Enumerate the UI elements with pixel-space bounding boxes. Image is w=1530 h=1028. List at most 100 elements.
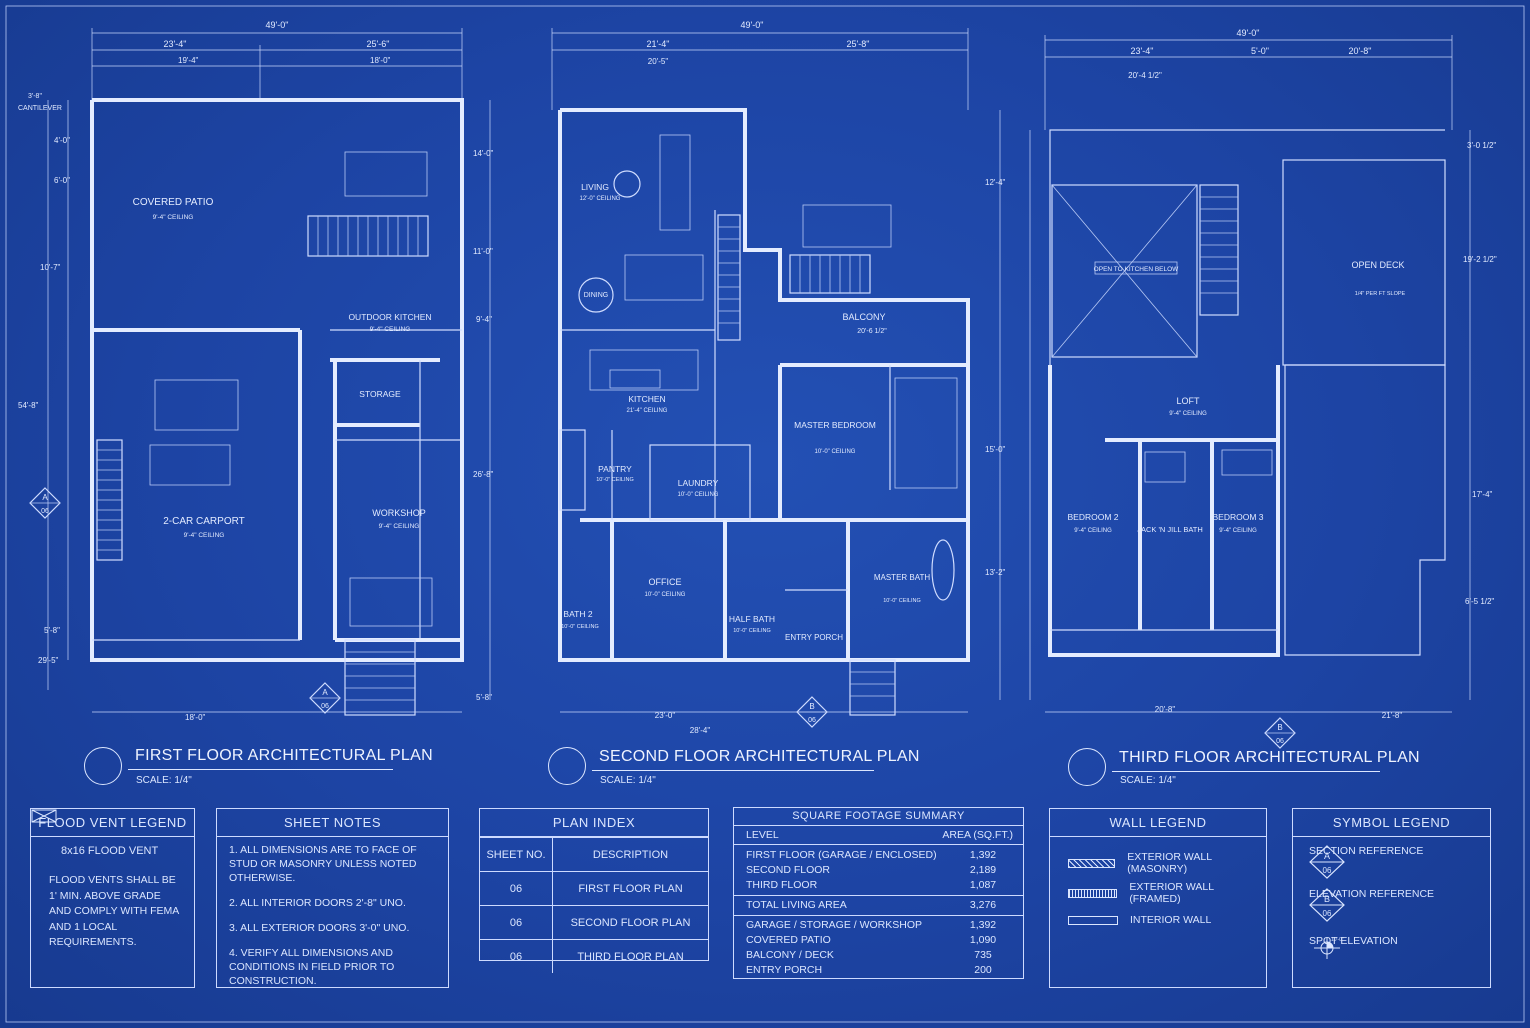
wall-legend-item: INTERIOR WALL [1130, 914, 1212, 926]
svg-text:10'-0" CEILING: 10'-0" CEILING [645, 592, 686, 598]
svg-text:25'-8": 25'-8" [847, 39, 870, 49]
first-floor-plan: 49'-0" 23'-4" 25'-6" 19'-4" 18'-0" [18, 20, 494, 722]
svg-text:9'-4" CEILING: 9'-4" CEILING [1169, 411, 1207, 417]
wall-legend-item: EXTERIOR WALL (MASONRY) [1127, 851, 1212, 875]
sqft-area: 200 [974, 964, 992, 976]
sqft-level: THIRD FLOOR [746, 879, 818, 891]
svg-text:20'-6 1/2": 20'-6 1/2" [857, 328, 887, 335]
sheet-border [5, 5, 1525, 1023]
svg-text:21'-4" CEILING: 21'-4" CEILING [627, 408, 668, 414]
svg-text:9'-4" CEILING: 9'-4" CEILING [1219, 528, 1257, 534]
svg-text:9'-4" CEILING: 9'-4" CEILING [184, 532, 225, 539]
plan-title-circle-first [84, 747, 122, 785]
first-overall-dim: 49'-0" [266, 20, 289, 30]
first-left-dim-5: 5'-8" [44, 626, 60, 635]
interior-wall-swatch [1068, 915, 1118, 925]
masonry-wall-swatch [1068, 858, 1116, 868]
svg-text:17'-4": 17'-4" [1472, 490, 1493, 499]
svg-text:21'-8": 21'-8" [1382, 711, 1403, 720]
svg-text:A: A [322, 688, 328, 697]
plan-index-row-desc: THIRD FLOOR PLAN [552, 939, 708, 973]
svg-text:15'-0": 15'-0" [985, 445, 1006, 454]
svg-text:1/4" PER FT SLOPE: 1/4" PER FT SLOPE [1355, 291, 1406, 297]
sheet-note-2: 2. ALL INTERIOR DOORS 2'-8" UNO. [229, 897, 406, 909]
svg-text:26'-8": 26'-8" [473, 470, 494, 479]
first-left-dim-4: 54'-8" [18, 401, 39, 410]
svg-text:10'-0" CEILING: 10'-0" CEILING [561, 624, 599, 630]
svg-text:A: A [42, 493, 48, 502]
plan-index-title: PLAN INDEX [480, 809, 708, 837]
sqft-area: 1,392 [969, 919, 997, 931]
svg-text:14'-0": 14'-0" [473, 149, 494, 158]
plan-index-row-desc: SECOND FLOOR PLAN [552, 905, 708, 940]
svg-text:5'-0": 5'-0" [1251, 46, 1269, 56]
svg-text:A: A [1324, 851, 1330, 861]
svg-text:23'-4": 23'-4" [164, 39, 187, 49]
sqft-col-level: LEVEL [746, 829, 779, 841]
flood-vent-icon [31, 809, 57, 823]
svg-text:B: B [809, 702, 814, 711]
svg-text:10'-0" CEILING: 10'-0" CEILING [678, 492, 719, 498]
first-title-underline [128, 769, 393, 770]
svg-text:20'-8": 20'-8" [1349, 46, 1372, 56]
third-overall-dim: 49'-0" [1237, 28, 1260, 38]
svg-text:5'-8": 5'-8" [476, 693, 492, 702]
svg-text:20'-5": 20'-5" [648, 57, 669, 66]
sqft-total-value: 3,276 [969, 899, 997, 911]
wall-legend: WALL LEGEND EXTERIOR WALL (MASONRY) EXTE… [1049, 808, 1267, 988]
sqft-area: 1,087 [969, 879, 997, 891]
svg-text:20'-8": 20'-8" [1155, 705, 1176, 714]
room-outdoor-kitchen: OUTDOOR KITCHEN [348, 312, 431, 322]
svg-text:10'-0" CEILING: 10'-0" CEILING [596, 477, 634, 483]
room-covered-patio: COVERED PATIO [133, 197, 214, 208]
room-bedroom-3: BEDROOM 3 [1212, 512, 1263, 522]
room-entry-porch: ENTRY PORCH [785, 633, 843, 642]
plan-index-row-sheet: 06 [480, 905, 553, 940]
svg-text:3'-8": 3'-8" [28, 93, 42, 100]
svg-text:06: 06 [1323, 909, 1332, 918]
sqft-level: COVERED PATIO [746, 934, 831, 946]
svg-text:9'-4": 9'-4" [476, 315, 492, 324]
sqft-col-area: AREA (SQ.FT.) [942, 829, 1013, 841]
svg-text:19'-4": 19'-4" [178, 56, 199, 65]
framed-wall-swatch [1068, 888, 1118, 898]
elevation-marker-third: B 06 [1264, 717, 1296, 749]
plan-index-row-sheet: 06 [480, 871, 553, 906]
room-balcony: BALCONY [842, 312, 885, 322]
first-floor-title: FIRST FLOOR ARCHITECTURAL PLAN [135, 747, 433, 764]
svg-text:CANTILEVER: CANTILEVER [18, 105, 62, 112]
third-title-underline [1112, 771, 1380, 772]
svg-text:10'-0": 10'-0" [1331, 937, 1344, 943]
room-bath-2: BATH 2 [563, 609, 592, 619]
room-2-car-carport: 2-CAR CARPORT [163, 516, 245, 527]
room-master-bath: MASTER BATH [874, 573, 931, 582]
svg-text:06: 06 [41, 508, 49, 515]
room-jack-n-jill-bath: JACK 'N JILL BATH [1137, 525, 1203, 534]
sheet-notes-title: SHEET NOTES [217, 809, 448, 837]
svg-text:20'-4 1/2": 20'-4 1/2" [1128, 71, 1162, 80]
svg-text:12'-4": 12'-4" [985, 178, 1006, 187]
elevation-marker-first: A 06 [309, 682, 341, 714]
svg-text:11'-0": 11'-0" [473, 247, 493, 256]
svg-text:23'-4": 23'-4" [1131, 46, 1154, 56]
elevation-reference-icon: B 06 [1309, 888, 1345, 922]
plan-index-row-desc: FIRST FLOOR PLAN [552, 871, 708, 906]
room-laundry: LAUNDRY [678, 478, 719, 488]
svg-text:10'-0" CEILING: 10'-0" CEILING [883, 598, 921, 604]
svg-text:21'-4": 21'-4" [647, 39, 670, 49]
svg-text:06: 06 [321, 703, 329, 710]
sqft-area: 1,090 [969, 934, 997, 946]
svg-text:12'-0" CEILING: 12'-0" CEILING [580, 196, 621, 202]
room-open-to-kitchen-below: OPEN TO KITCHEN BELOW [1094, 266, 1180, 273]
svg-text:9'-4" CEILING: 9'-4" CEILING [1074, 528, 1112, 534]
svg-text:18'-0": 18'-0" [370, 56, 391, 65]
elevation-marker-second: B 06 [796, 696, 828, 728]
section-reference-icon: A 06 [1309, 845, 1345, 879]
sheet-notes: SHEET NOTES 1. ALL DIMENSIONS ARE TO FAC… [216, 808, 449, 988]
flood-vent-legend-title: FLOOD VENT LEGEND [31, 809, 194, 837]
svg-text:19'-2 1/2": 19'-2 1/2" [1463, 255, 1497, 264]
sqft-level: ENTRY PORCH [746, 964, 823, 976]
